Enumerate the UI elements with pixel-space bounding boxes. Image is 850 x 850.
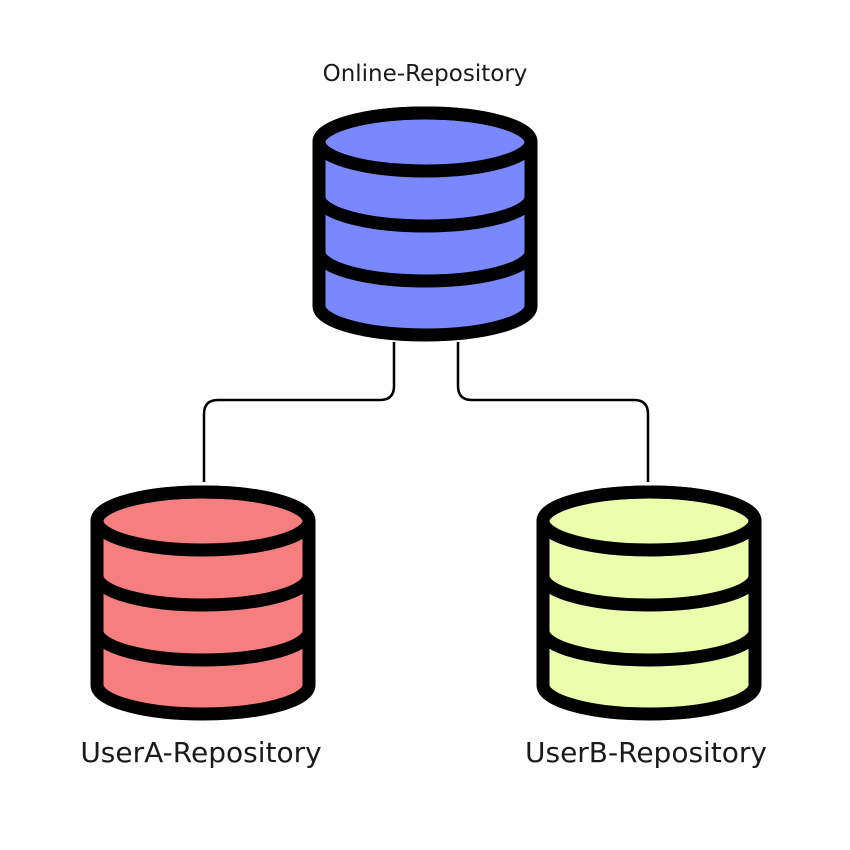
userb-repository-label: UserB-Repository (525, 736, 767, 769)
online-repository-node[interactable]: Online-Repository (312, 61, 538, 342)
connector-online-to-usera (202, 342, 396, 482)
usera-database-icon (90, 485, 316, 721)
usera-repository-label: UserA-Repository (80, 736, 321, 769)
online-repository-label: Online-Repository (323, 61, 528, 87)
online-database-icon (312, 106, 538, 342)
connector-online-to-userb (456, 342, 650, 482)
userb-database-icon (536, 485, 762, 721)
userb-repository-node[interactable]: UserB-Repository (525, 485, 767, 769)
usera-repository-node[interactable]: UserA-Repository (80, 485, 322, 769)
